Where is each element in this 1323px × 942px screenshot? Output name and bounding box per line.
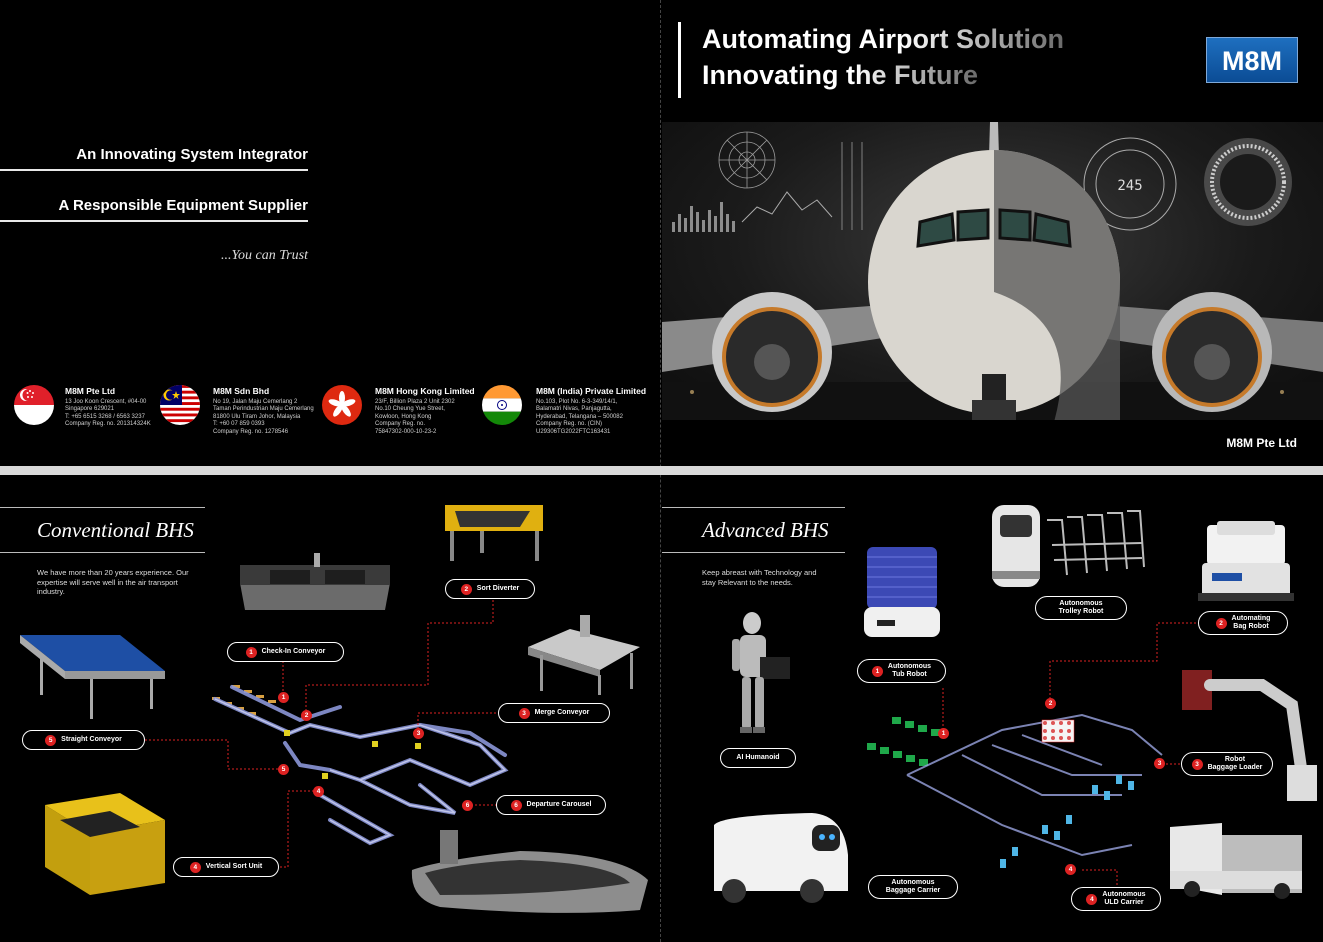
sort-diverter-image (445, 505, 543, 561)
company-name: M8M Pte Ltd (1226, 436, 1297, 450)
office-malaysia: M8M Sdn Bhd No 19, Jalan Maju Cemerlang … (213, 386, 314, 435)
marker-4: 4 (313, 786, 324, 797)
robot-baggage-loader-image (1182, 670, 1317, 801)
section-rule-top (0, 507, 205, 508)
title-accent-bar (678, 22, 681, 98)
tub-robot-image (864, 547, 940, 637)
marker-2: 2 (301, 710, 312, 721)
marker-6: 6 (462, 800, 473, 811)
section-rule-bottom (0, 552, 205, 553)
hero-title-line-2: Innovating the Future (702, 60, 978, 90)
tagline-equipment-supplier: A Responsible Equipment Supplier (58, 197, 308, 214)
singapore-flag-icon (14, 385, 54, 425)
uld-carrier-image (1170, 823, 1302, 899)
trolley-robot-image (992, 505, 1145, 587)
conventional-equipment-illustration (20, 505, 648, 913)
humanoid-image (732, 612, 790, 733)
marker-1: 1 (278, 692, 289, 703)
hud-gauge-value: 245 (1117, 178, 1142, 194)
marker-3: 3 (413, 728, 424, 739)
vertical-sort-unit-image (45, 793, 165, 895)
straight-conveyor-image (20, 635, 165, 719)
advanced-bhs-panel: Advanced BHS Keep abreast with Technolog… (662, 475, 1323, 942)
section-title: Advanced BHS (702, 518, 829, 542)
section-description: Keep abreast with Technology and stay Re… (702, 568, 817, 587)
bag-robot-image (1198, 521, 1294, 601)
marker-4: 4 (1065, 864, 1076, 875)
malaysia-flag-icon (160, 385, 200, 425)
section-title: Conventional BHS (37, 518, 194, 542)
section-description: We have more than 20 years experience. O… (37, 568, 189, 596)
marker-3: 3 (1154, 758, 1165, 769)
advanced-equipment-illustration (714, 505, 1317, 903)
page-separator (0, 466, 1323, 475)
baggage-carrier-image (714, 813, 848, 903)
tagline-system-integrator: An Innovating System Integrator (76, 146, 308, 163)
office-hong-kong: M8M Hong Kong Limited 23/F, Billion Plaz… (375, 386, 475, 435)
tagline-trust: ...You can Trust (220, 248, 308, 263)
m8m-logo: M8M (1206, 37, 1298, 83)
departure-carousel-image (411, 830, 648, 913)
hong-kong-flag-icon (322, 385, 362, 425)
hero-title-line-1: Automating Airport Solution (702, 24, 1064, 54)
merge-conveyor-image (528, 615, 640, 695)
cover-left-panel: An Innovating System Integrator A Respon… (0, 0, 660, 466)
marker-5: 5 (278, 764, 289, 775)
label-ai-humanoid[interactable]: AI Humanoid (720, 748, 796, 768)
cover-right-panel: Automating Airport Solution Innovating t… (662, 0, 1323, 466)
check-in-conveyor-image (240, 553, 390, 610)
marker-1: 1 (938, 728, 949, 739)
section-rule-bottom (662, 552, 845, 553)
conventional-bhs-panel: Conventional BHS We have more than 20 ye… (0, 475, 660, 942)
office-singapore: M8M Pte Ltd 13 Joo Koon Crescent, #04-00… (65, 386, 151, 428)
marker-2: 2 (1045, 698, 1056, 709)
tagline-rule-2 (0, 220, 308, 222)
tagline-rule-1 (0, 169, 308, 171)
airplane-hero-image: 245 (662, 122, 1323, 420)
india-flag-icon (482, 385, 522, 425)
section-rule-top (662, 507, 845, 508)
office-india: M8M (India) Private Limited No.103, Plot… (536, 386, 647, 435)
